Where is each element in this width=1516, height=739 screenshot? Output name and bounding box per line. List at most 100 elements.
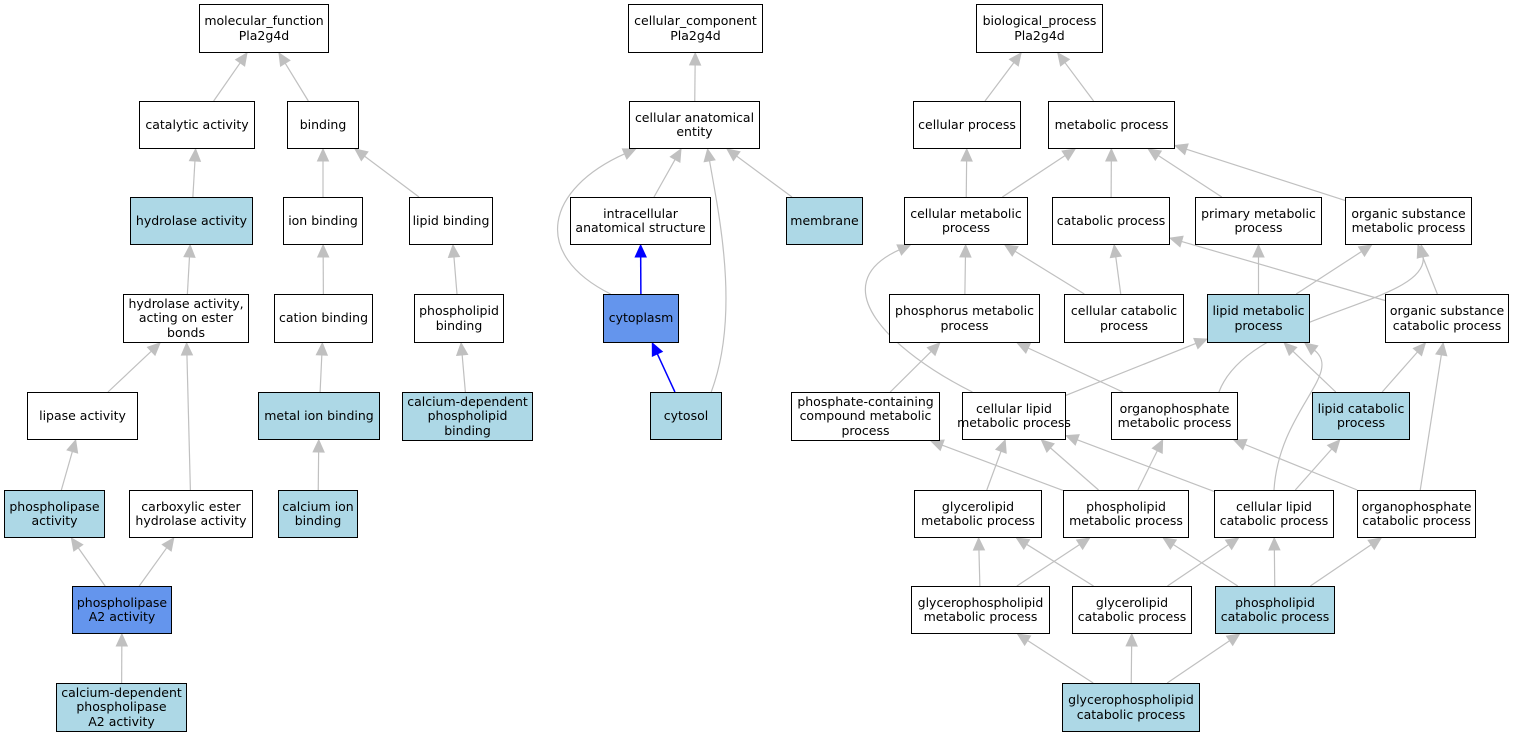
edge-cytosol-to-cyto-arrowhead — [651, 341, 664, 357]
edge-glcp-to-clcp-arrowhead — [1224, 537, 1240, 551]
edge-cat-to-mf-arrowhead — [234, 52, 248, 67]
go-term-label: catabolic process — [1077, 609, 1187, 624]
edge-phlb-to-lipb — [453, 255, 458, 295]
go-term-label: membrane — [790, 212, 859, 228]
go-term-label: process — [841, 422, 890, 438]
go-term-label: cation binding — [278, 310, 369, 326]
go-term-node-metalb: metal ion binding — [258, 392, 380, 440]
go-term-label: catabolic process — [1220, 609, 1330, 624]
go-term-label: lipase activity — [39, 407, 126, 423]
go-term-label: primary metabolic — [1201, 205, 1316, 221]
edge-phmp-to-cmp — [964, 255, 967, 295]
go-term-label: Pla2g4d — [1014, 27, 1065, 43]
go-term-label: glycerophospholipid — [917, 594, 1044, 610]
edge-mem-to-cae-arrowhead — [726, 148, 741, 162]
go-term-label: phospholipid — [1086, 498, 1166, 514]
edge-clcp-to-lcp-arrowhead — [1326, 439, 1341, 454]
go-term-label: phospholipid — [419, 303, 499, 318]
edge-cyto-to-ias-arrowhead — [634, 243, 647, 258]
edge-opmp-to-osmp-arrowhead — [1417, 243, 1430, 259]
edge-gplcp-to-phlcp-arrowhead — [1225, 633, 1241, 647]
go-term-label: metabolic process — [957, 415, 1071, 430]
go-term-node-cp: cellular process — [913, 101, 1021, 149]
edge-osmp-to-mp — [1185, 148, 1346, 202]
edge-phlmp-to-opmp-arrowhead — [1151, 438, 1164, 454]
edge-carbox-to-hydroest-arrowhead — [180, 341, 194, 356]
edge-metalb-to-catb-arrowhead — [315, 341, 329, 356]
go-term-label: organic substance — [1389, 303, 1505, 318]
go-term-label: cellular metabolic — [910, 205, 1022, 221]
go-term-label: catabolic process — [1219, 513, 1329, 528]
go-term-label: hydrolase activity, — [128, 295, 244, 311]
edge-opmp-to-phmp — [1026, 347, 1124, 393]
go-term-node-catp: catabolic process — [1052, 197, 1170, 245]
go-term-label: metabolic process — [923, 609, 1038, 624]
go-term-label: phosphate-containing — [797, 393, 934, 409]
edge-oscp-to-catp — [1180, 240, 1386, 302]
edge-ccp-to-cmp — [1013, 250, 1085, 295]
edge-lcp-to-oscp-arrowhead — [1412, 342, 1427, 357]
edge-cae-to-cc-arrowhead — [688, 51, 702, 66]
edge-phlmp-to-pccmp — [941, 444, 1064, 491]
go-term-label: ion binding — [288, 212, 358, 228]
go-term-label: organic substance — [1351, 205, 1466, 221]
go-term-label: catabolic process — [1362, 513, 1471, 528]
go-term-node-mp: metabolic process — [1048, 101, 1175, 149]
edge-phlmp-to-pccmp-arrowhead — [929, 439, 945, 452]
go-term-label: metabolic process — [1054, 116, 1169, 132]
edge-phmp-to-cmp-arrowhead — [959, 243, 972, 258]
edge-lcp-to-lmp-arrowhead — [1283, 342, 1298, 357]
go-term-label: phosphorus metabolic — [895, 303, 1034, 318]
go-term-label: phospholipid — [427, 408, 508, 424]
go-term-label: glycerolipid — [941, 498, 1015, 514]
go-term-label: organophosphate — [1361, 498, 1472, 514]
go-term-label: organophosphate — [1119, 400, 1230, 416]
go-term-label: intracellular — [603, 205, 678, 221]
edge-hydro-to-cat — [192, 159, 196, 198]
edge-oscp-to-catp-arrowhead — [1168, 235, 1184, 248]
edge-lcp-to-oscp — [1381, 350, 1419, 393]
edge-cadphlb-to-phlb — [461, 353, 466, 393]
edge-cmp-to-cp-arrowhead — [960, 147, 973, 162]
go-term-label: lipid binding — [412, 212, 490, 228]
go-term-label: calcium-dependent — [407, 393, 528, 409]
edge-pccmp-to-phmp — [889, 350, 933, 393]
edge-hydro-to-cat-arrowhead — [188, 147, 202, 162]
edge-capla2-to-pla2-arrowhead — [115, 632, 129, 647]
edge-lipase-to-hydroest-arrowhead — [146, 342, 161, 357]
go-term-label: lipid catabolic — [1317, 400, 1405, 416]
go-term-node-cat: catalytic activity — [139, 101, 255, 149]
edge-ccp-to-catp — [1115, 255, 1122, 295]
edge-opcp-to-oscp-arrowhead — [1435, 341, 1448, 357]
edge-hydroest-to-hydro — [186, 255, 191, 295]
edge-clcp-to-clmp-arrowhead — [1064, 434, 1080, 446]
edge-gplmp-to-glmp-arrowhead — [972, 536, 986, 551]
edge-gplcp-to-phlcp — [1166, 639, 1231, 684]
edge-phlase-to-lipase-arrowhead — [66, 438, 79, 454]
go-term-node-cytosol: cytosol — [650, 392, 722, 440]
go-term-label: Pla2g4d — [670, 27, 721, 43]
edge-glcp-to-clcp — [1167, 543, 1230, 587]
edge-cadphlb-to-phlb-arrowhead — [455, 341, 469, 356]
go-term-label: glycerolipid — [1095, 594, 1169, 610]
edge-pccmp-to-phmp-arrowhead — [926, 342, 941, 357]
go-term-node-hydro: hydrolase activity — [130, 197, 253, 245]
go-term-label: cellular catabolic — [1070, 303, 1178, 318]
